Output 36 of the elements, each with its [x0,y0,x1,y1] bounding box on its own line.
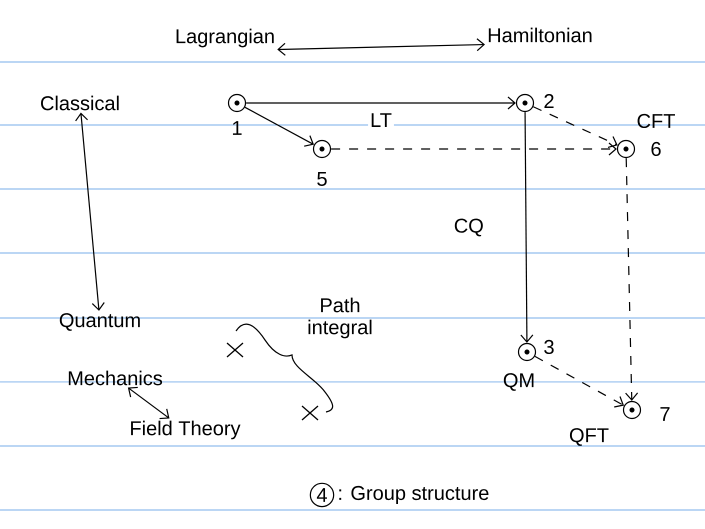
arrow [75,112,105,311]
heading-text: : Group structure [339,486,488,504]
point-label: 2 [544,94,554,108]
arrow [533,106,618,148]
term-label: Field Theory [131,420,240,440]
annotation-text: Path integral [308,298,372,338]
arrow [331,142,617,156]
term-label: Mechanics [68,370,162,386]
point-circle [312,140,332,158]
arrow [520,112,534,343]
arrow [625,158,638,401]
point-label: 5 [317,172,327,186]
point-label: QM [504,373,534,391]
point-label: 1 [232,121,242,135]
point-label: 7 [660,407,670,421]
point-label: 6 [651,142,661,156]
point-circle [616,140,636,158]
arrow [128,386,170,420]
point-label: CFT [638,114,675,128]
term-label: Quantum [60,313,140,331]
term-label: Hamiltonian [488,28,592,42]
arrow [244,106,314,147]
point-circle [518,342,536,362]
point-label: 3 [544,340,554,354]
circled-number: 4 [310,482,334,508]
point-circle [516,94,534,112]
point-circle [622,400,642,420]
term-label: Classical [41,96,119,110]
edge-label: LT [368,111,394,129]
point-label: QFT [570,428,609,446]
term-label: Lagrangian [176,28,274,48]
arrow [246,96,516,110]
arrow [534,356,624,408]
point-circle [228,94,246,112]
edge-label: CQ [452,216,486,238]
arrow [277,38,485,56]
